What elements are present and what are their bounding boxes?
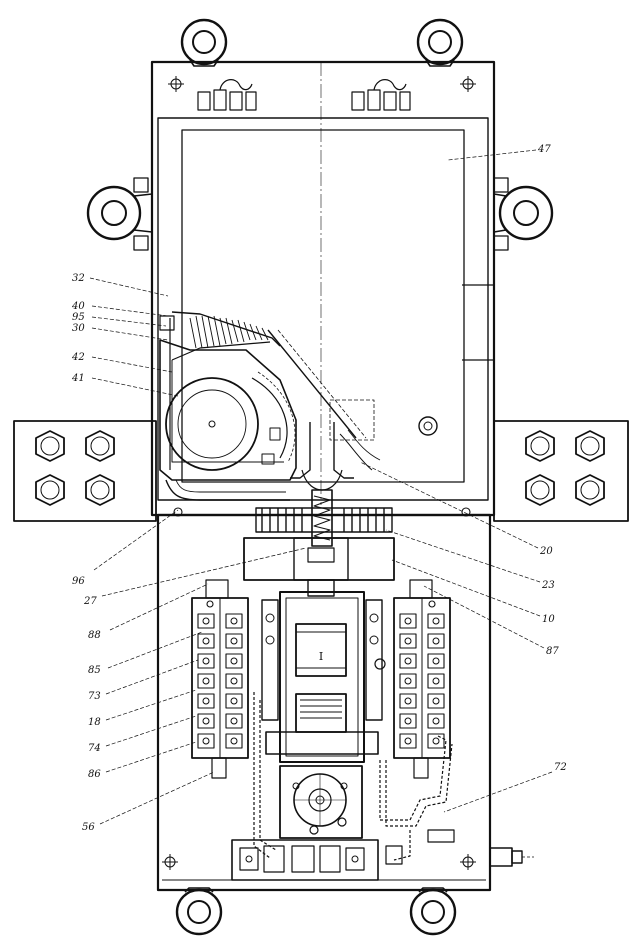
callout-96: 96 [72, 576, 85, 587]
callout-23: 23 [541, 580, 555, 591]
callout-42: 42 [71, 352, 85, 363]
mounting-eye-top-right [416, 18, 464, 67]
callout-40: 40 [71, 301, 85, 312]
callout-73: 73 [88, 691, 101, 702]
contact-arm [267, 329, 438, 491]
mounting-eye-bottom-left [175, 887, 223, 936]
callout-47: 47 [537, 144, 551, 155]
mounting-eye-bottom-right [409, 887, 457, 936]
callout-72: 72 [554, 762, 567, 773]
coil-marking: I [319, 650, 323, 663]
callout-20: 20 [539, 546, 553, 557]
side-screws [173, 507, 471, 608]
callout-18: 18 [88, 717, 101, 728]
auxiliary-switch [279, 765, 363, 839]
callout-85: 85 [88, 665, 101, 676]
callout-87: 87 [546, 646, 559, 657]
corner-screws [162, 76, 476, 870]
callout-32: 32 [72, 273, 85, 284]
armature-assembly [243, 489, 395, 597]
top-terminals-left [197, 79, 257, 111]
callout-56: 56 [82, 822, 95, 833]
bus-bar-right [493, 420, 629, 522]
callout-10: 10 [542, 614, 555, 625]
callout-88: 88 [88, 630, 101, 641]
callout-30: 30 [72, 323, 85, 334]
leader-lines [89, 149, 553, 825]
magnet-coil: I [261, 591, 386, 763]
mounting-eye-right [493, 177, 554, 251]
terminal-block-right [393, 579, 451, 779]
callout-74: 74 [88, 743, 101, 754]
terminal-block-left [191, 579, 249, 779]
mounting-eye-left [86, 177, 153, 251]
callout-41: 41 [71, 373, 85, 384]
callout-numbers: 47 32 40 95 30 42 41 96 27 88 85 73 18 7… [71, 144, 567, 833]
top-terminals-right [351, 79, 411, 111]
bottom-terminal-strip [231, 829, 455, 881]
mounting-eye-top-left [180, 18, 228, 67]
callout-95: 95 [72, 312, 85, 323]
callout-86: 86 [88, 769, 101, 780]
callout-27: 27 [83, 596, 97, 607]
arc-chute [159, 311, 297, 501]
cable-gland [489, 847, 534, 867]
bus-bar-left [13, 420, 157, 522]
